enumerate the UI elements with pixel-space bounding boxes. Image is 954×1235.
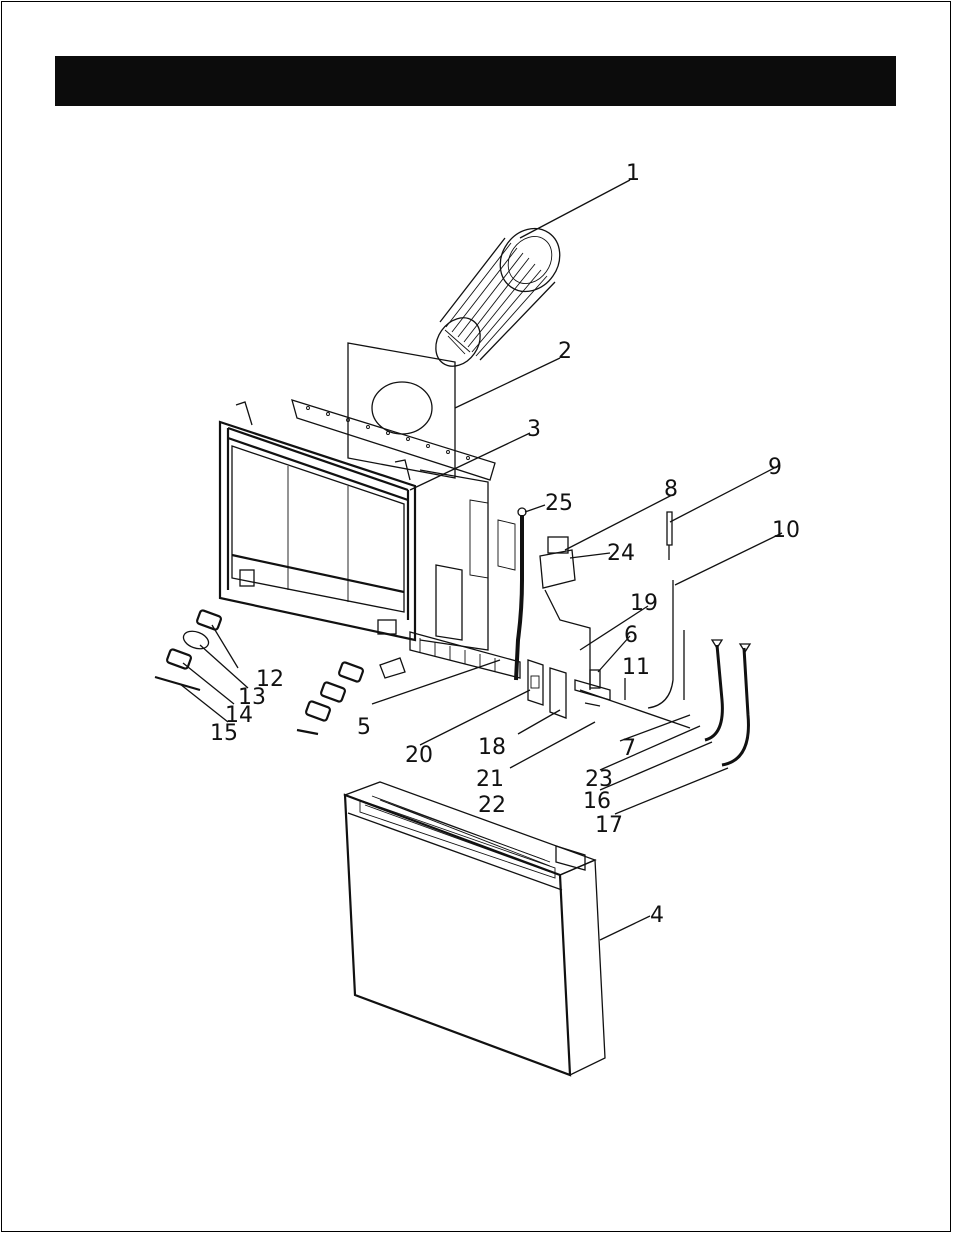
callout-21: 21 [476,767,504,792]
part-gas-line [514,507,527,681]
part-wall-plate [347,342,456,479]
callout-5: 5 [357,715,371,740]
part-control-valve [539,536,591,690]
callout-1: 1 [626,161,640,186]
callout-labels: 1 2 3 4 5 6 7 8 9 10 11 12 13 14 15 16 1… [210,161,800,928]
callout-25: 25 [545,491,573,516]
callout-11: 11 [622,655,650,680]
callout-10: 10 [772,518,800,543]
callout-14: 14 [225,703,253,728]
part-front-cover [343,781,606,1077]
callout-12: 12 [256,667,284,692]
part-burner-rail [379,631,521,679]
callout-20: 20 [405,743,433,768]
callout-4: 4 [650,903,664,928]
callout-15: 15 [210,721,238,746]
callout-3: 3 [527,417,541,442]
callout-18: 18 [478,735,506,760]
callout-19: 19 [630,591,658,616]
callout-6: 6 [624,623,638,648]
part-igniter [666,511,673,560]
header-bar [55,56,896,106]
callout-7: 7 [622,736,636,761]
callout-2: 2 [558,339,572,364]
callout-9: 9 [768,455,782,480]
callout-17: 17 [595,813,623,838]
part-log-pads [154,609,364,736]
part-thermocouple-wire [647,580,685,709]
part-heater-body [291,399,516,651]
callout-8: 8 [664,477,678,502]
callout-24: 24 [607,541,635,566]
part-brackets [527,659,691,729]
callout-16: 16 [583,789,611,814]
part-tubes [704,639,752,767]
leader-lines [179,179,783,941]
part-firebox-frame [218,401,417,642]
part-vent-pipe [435,227,561,367]
callout-22: 22 [478,793,506,818]
callout-13: 13 [238,685,266,710]
callout-23: 23 [585,767,613,792]
